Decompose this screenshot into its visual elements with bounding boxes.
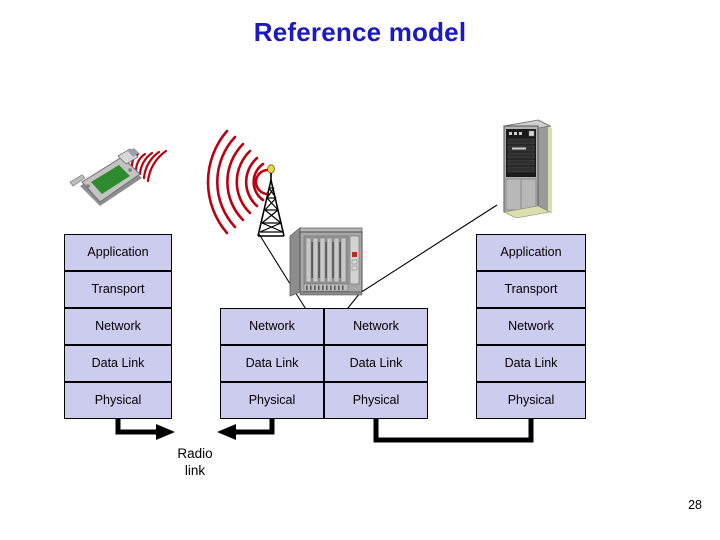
layer-box-physical[interactable]: Physical [476, 382, 586, 419]
layer-box-data-link[interactable]: Data Link [64, 345, 172, 382]
layer-box-physical[interactable]: Physical [64, 382, 172, 419]
radio-link-label-line2: link [184, 462, 206, 478]
layer-box-data-link[interactable]: Data Link [220, 345, 324, 382]
pda-device-icon [60, 120, 180, 225]
router-chassis-icon [288, 222, 368, 300]
radio-link-arrow-left [217, 419, 275, 440]
layer-box-network[interactable]: Network [220, 308, 324, 345]
layer-box-network[interactable]: Network [476, 308, 586, 345]
radio-link-arrow-right [115, 419, 175, 440]
wired-link-connector [373, 419, 534, 443]
layer-box-transport[interactable]: Transport [476, 271, 586, 308]
radio-tower-icon [183, 118, 298, 240]
layer-box-application[interactable]: Application [476, 234, 586, 271]
radio-link-label-line1: Radio [177, 446, 213, 461]
layer-box-physical[interactable]: Physical [324, 382, 428, 419]
layer-box-physical[interactable]: Physical [220, 382, 324, 419]
server-tower-icon [490, 112, 560, 219]
radio-link-label: Radio link [155, 446, 235, 480]
layer-box-network[interactable]: Network [64, 308, 172, 345]
slide-number: 28 [688, 498, 702, 512]
layer-box-data-link[interactable]: Data Link [324, 345, 428, 382]
layer-box-transport[interactable]: Transport [64, 271, 172, 308]
layer-box-network[interactable]: Network [324, 308, 428, 345]
layer-box-data-link[interactable]: Data Link [476, 345, 586, 382]
page-title: Reference model [253, 17, 467, 47]
layer-box-application[interactable]: Application [64, 234, 172, 271]
